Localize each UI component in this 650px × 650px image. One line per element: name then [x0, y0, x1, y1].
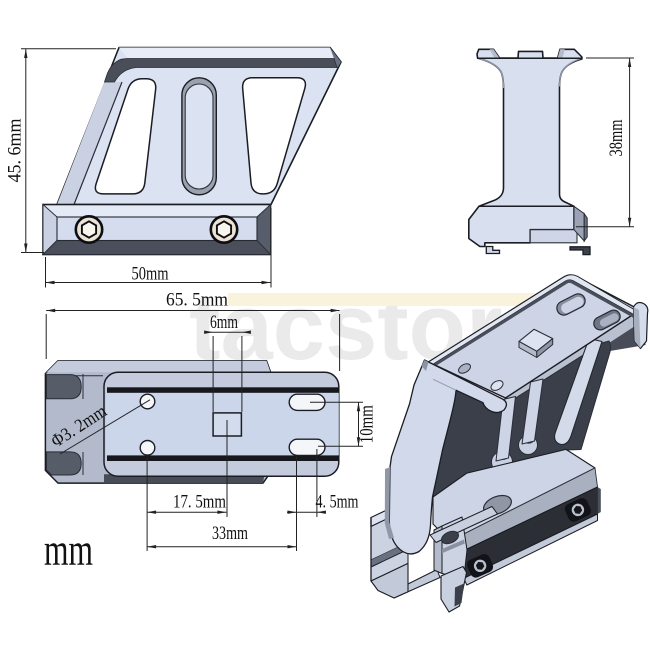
svg-text:33mm: 33mm: [212, 524, 248, 544]
svg-text:mm: mm: [44, 524, 93, 575]
svg-text:4. 5mm: 4. 5mm: [316, 493, 359, 513]
svg-text:17. 5mm: 17. 5mm: [173, 493, 226, 513]
svg-text:50mm: 50mm: [132, 265, 169, 285]
svg-text:10mm: 10mm: [358, 405, 378, 443]
svg-text:45. 6mm: 45. 6mm: [6, 118, 26, 183]
svg-text:6mm: 6mm: [210, 313, 238, 333]
svg-text:65. 5mm: 65. 5mm: [166, 291, 229, 311]
svg-text:38mm: 38mm: [607, 119, 627, 156]
